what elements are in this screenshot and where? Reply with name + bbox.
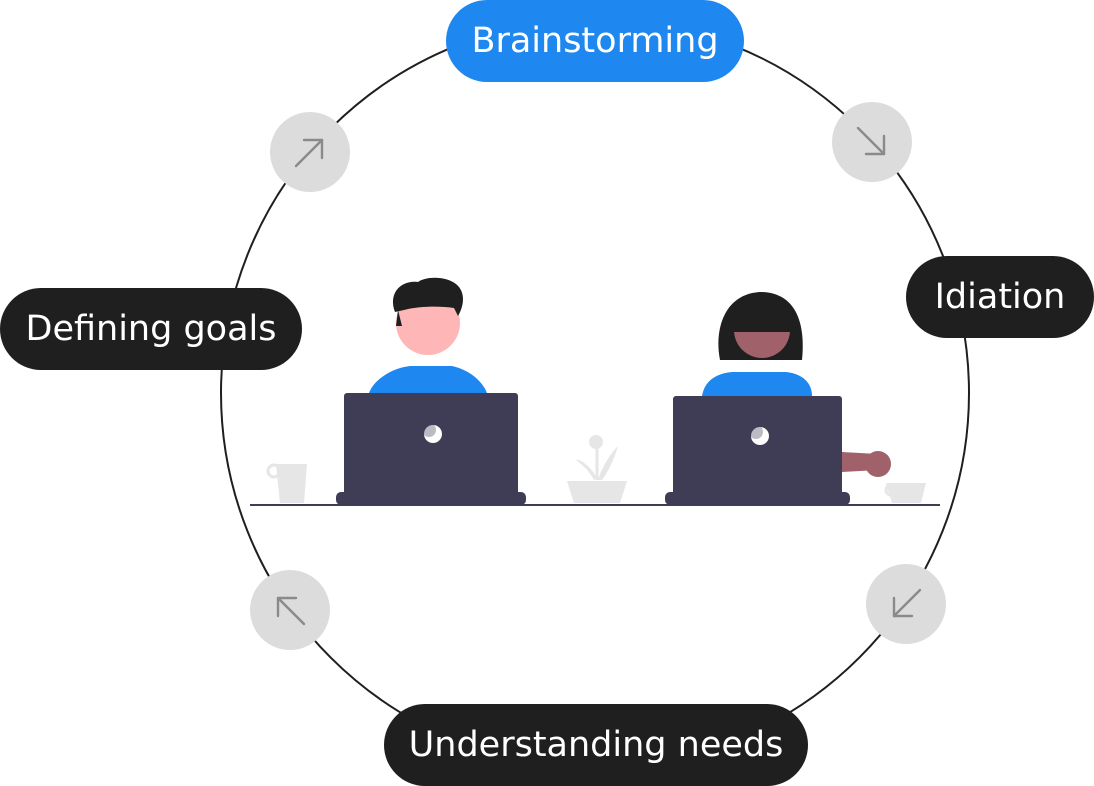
arrow-up-right-button[interactable] [270,112,350,192]
stage-idiation[interactable]: Idiation [906,256,1094,338]
arrow-up-left-icon [276,596,306,626]
coffee-cup-right [884,483,926,503]
stage-defining-goals[interactable]: Defining goals [0,288,302,370]
potted-plant [567,435,627,503]
arrow-up-left-button[interactable] [250,570,330,650]
arrow-down-right-button[interactable] [832,102,912,182]
arrow-down-right-icon [856,126,886,156]
arrow-down-left-button[interactable] [866,564,946,644]
stage-understanding-needs[interactable]: Understanding needs [384,704,808,786]
person-right [702,292,812,396]
laptop-right [665,396,850,505]
arrow-up-right-icon [294,138,324,168]
stage-brainstorming[interactable]: Brainstorming [446,0,744,82]
person-right-arm [842,451,891,477]
arrow-down-left-icon [892,588,922,618]
person-left [368,277,488,396]
coffee-cup-left [266,463,307,503]
laptop-left [336,393,526,505]
